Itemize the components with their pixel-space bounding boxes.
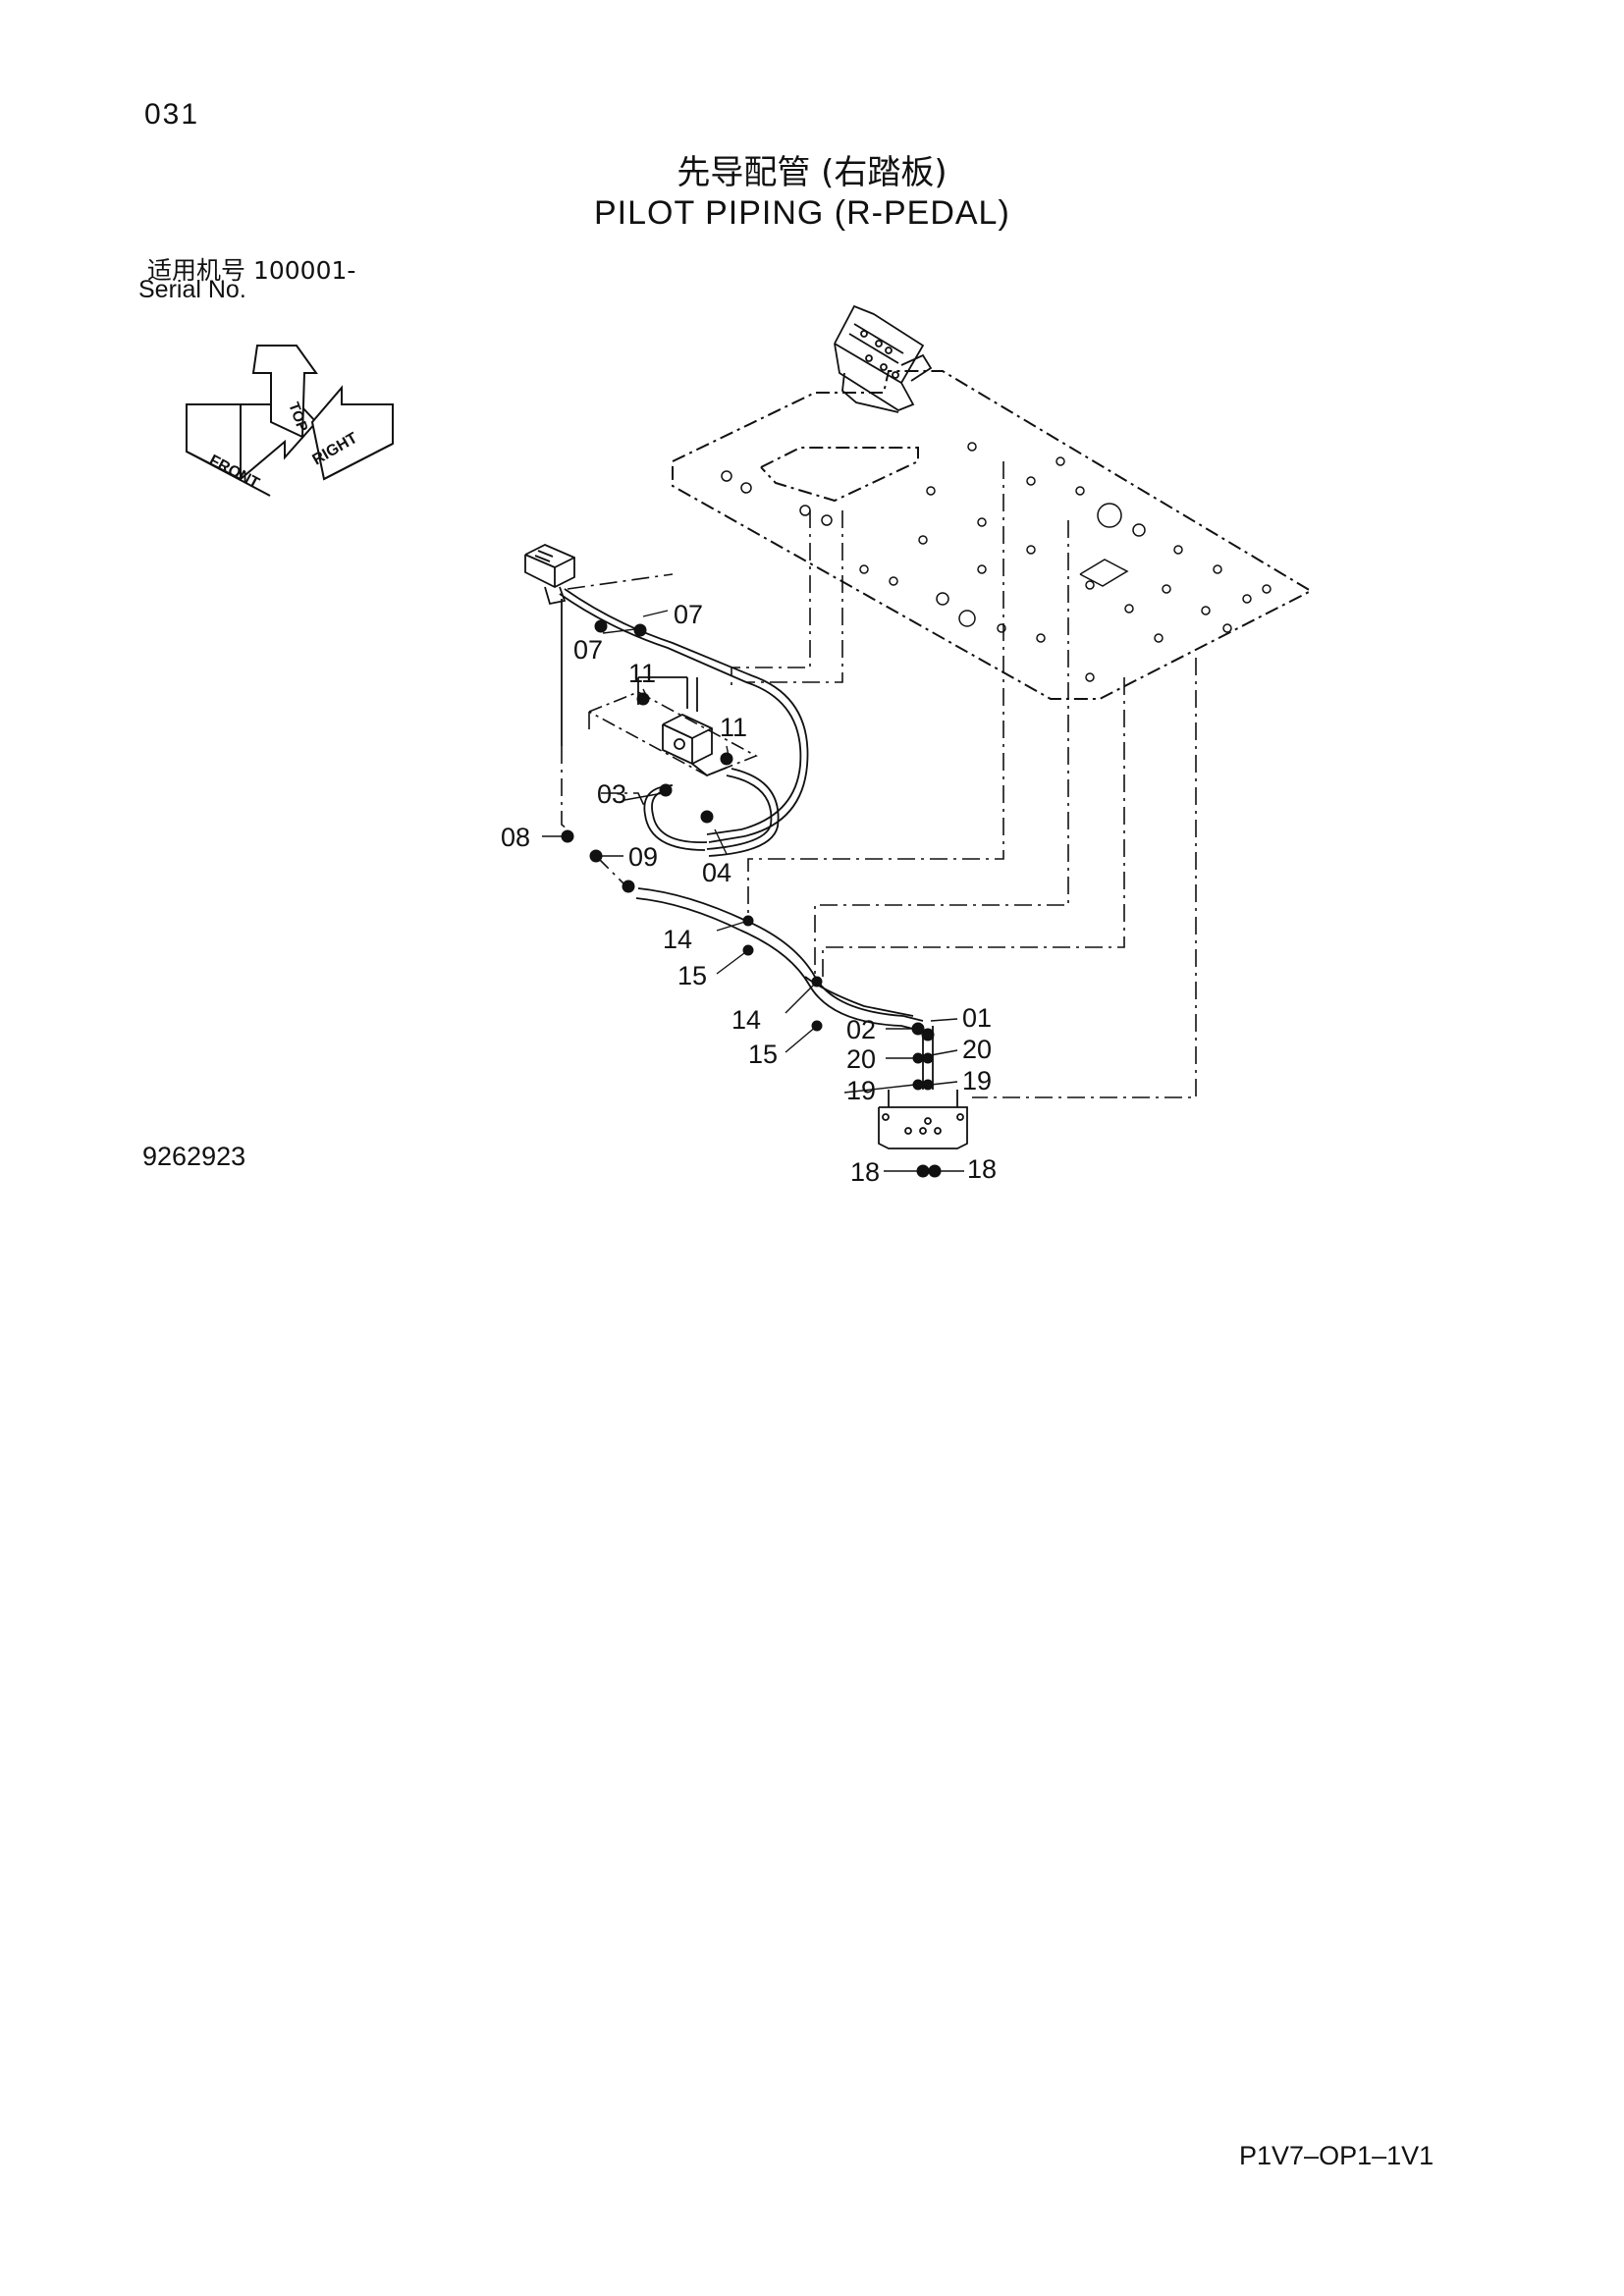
callout-18-right: 18 — [967, 1154, 997, 1184]
callout-14-lower: 14 — [731, 1005, 761, 1035]
callout-02: 02 — [846, 1015, 876, 1044]
callout-08: 08 — [501, 823, 530, 852]
callout-15-lower: 15 — [748, 1040, 778, 1069]
serial-range: 适用机号 100001- — [147, 256, 356, 285]
callout-07-upper: 07 — [674, 600, 703, 629]
floor-plate — [672, 370, 1314, 700]
callout-20-right: 20 — [962, 1035, 992, 1064]
callout-11-right: 11 — [720, 713, 747, 742]
callout-09: 09 — [628, 842, 658, 872]
fittings — [561, 619, 942, 1178]
title-english: PILOT PIPING (R-PEDAL) — [594, 194, 1010, 232]
junction-block — [878, 1090, 968, 1149]
callout-19-left: 19 — [846, 1076, 876, 1105]
callout-04: 04 — [702, 858, 731, 887]
callout-07-lower: 07 — [573, 635, 603, 665]
drawing-number: 9262923 — [142, 1142, 246, 1171]
valve-bracket-outline — [588, 691, 758, 776]
document-code: P1V7–OP1–1V1 — [1239, 2141, 1435, 2170]
orientation-symbol: FRONT TOP RIGHT — [186, 345, 394, 497]
callout-14-upper: 14 — [663, 925, 692, 954]
pilot-valve — [524, 544, 575, 606]
callout-01: 01 — [962, 1003, 992, 1033]
connection-lines — [561, 461, 1197, 1098]
callout-19-right: 19 — [962, 1066, 992, 1095]
shuttle-valve — [637, 676, 728, 777]
callout-11-left: 11 — [628, 659, 656, 688]
part-callouts: 07 07 11 11 03 08 09 04 14 15 14 15 02 0… — [501, 600, 997, 1187]
floor-holes — [721, 442, 1272, 682]
callout-18-left: 18 — [850, 1157, 880, 1187]
callout-15-upper: 15 — [677, 961, 707, 990]
pedal — [834, 304, 933, 413]
leader-lines — [542, 610, 964, 1172]
serial-no-label: Serial No. — [138, 276, 246, 303]
callout-03: 03 — [597, 779, 626, 809]
page-number: 031 — [144, 98, 200, 131]
callout-20-left: 20 — [846, 1044, 876, 1074]
title-chinese: 先导配管 (右踏板) — [677, 153, 947, 192]
hoses — [559, 588, 934, 1090]
